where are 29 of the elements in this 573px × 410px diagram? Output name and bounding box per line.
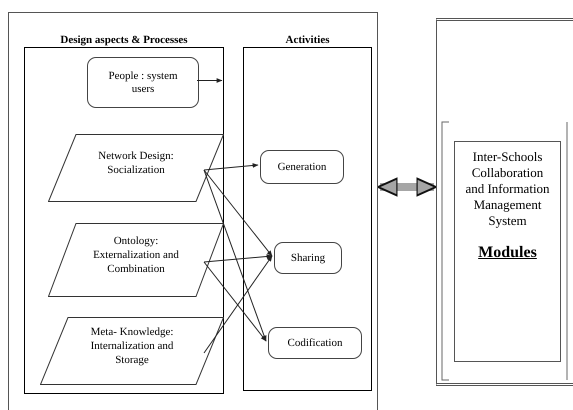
node-text: Generation: [278, 160, 326, 174]
system-frame: [436, 18, 573, 386]
arrow: [204, 254, 273, 262]
node-text: Codification: [288, 336, 342, 350]
node-text: Sharing: [290, 252, 326, 264]
node-text: Network Design: Socialization: [97, 149, 175, 177]
frame: [8, 12, 378, 410]
process-box: [87, 57, 199, 108]
arrow: [204, 163, 259, 170]
parallelogram: [48, 223, 224, 297]
arrow: [204, 170, 266, 342]
parallelogram: [40, 317, 224, 385]
module-box: [454, 141, 561, 362]
double-arrow: [377, 177, 437, 197]
process-box: [260, 150, 344, 184]
process-box: [274, 242, 342, 274]
group-heading: Design aspects & Processes: [59, 33, 189, 48]
arrow: [196, 78, 223, 83]
parallelogram: [48, 134, 224, 202]
modules-heading: Modules: [478, 245, 537, 261]
arrow: [204, 262, 266, 342]
node-text: People : system users: [107, 70, 179, 96]
group-heading: Activities: [284, 33, 330, 48]
arrow: [204, 170, 272, 256]
process-box: [268, 327, 362, 359]
arrow: [204, 256, 272, 354]
node-text: Meta- Knowledge: Internalization and Storage: [90, 325, 174, 367]
node-text: Ontology: Externalization and Combination: [92, 234, 180, 276]
system-name: Inter-Schools Collaboration and Information Management System: [464, 149, 551, 229]
